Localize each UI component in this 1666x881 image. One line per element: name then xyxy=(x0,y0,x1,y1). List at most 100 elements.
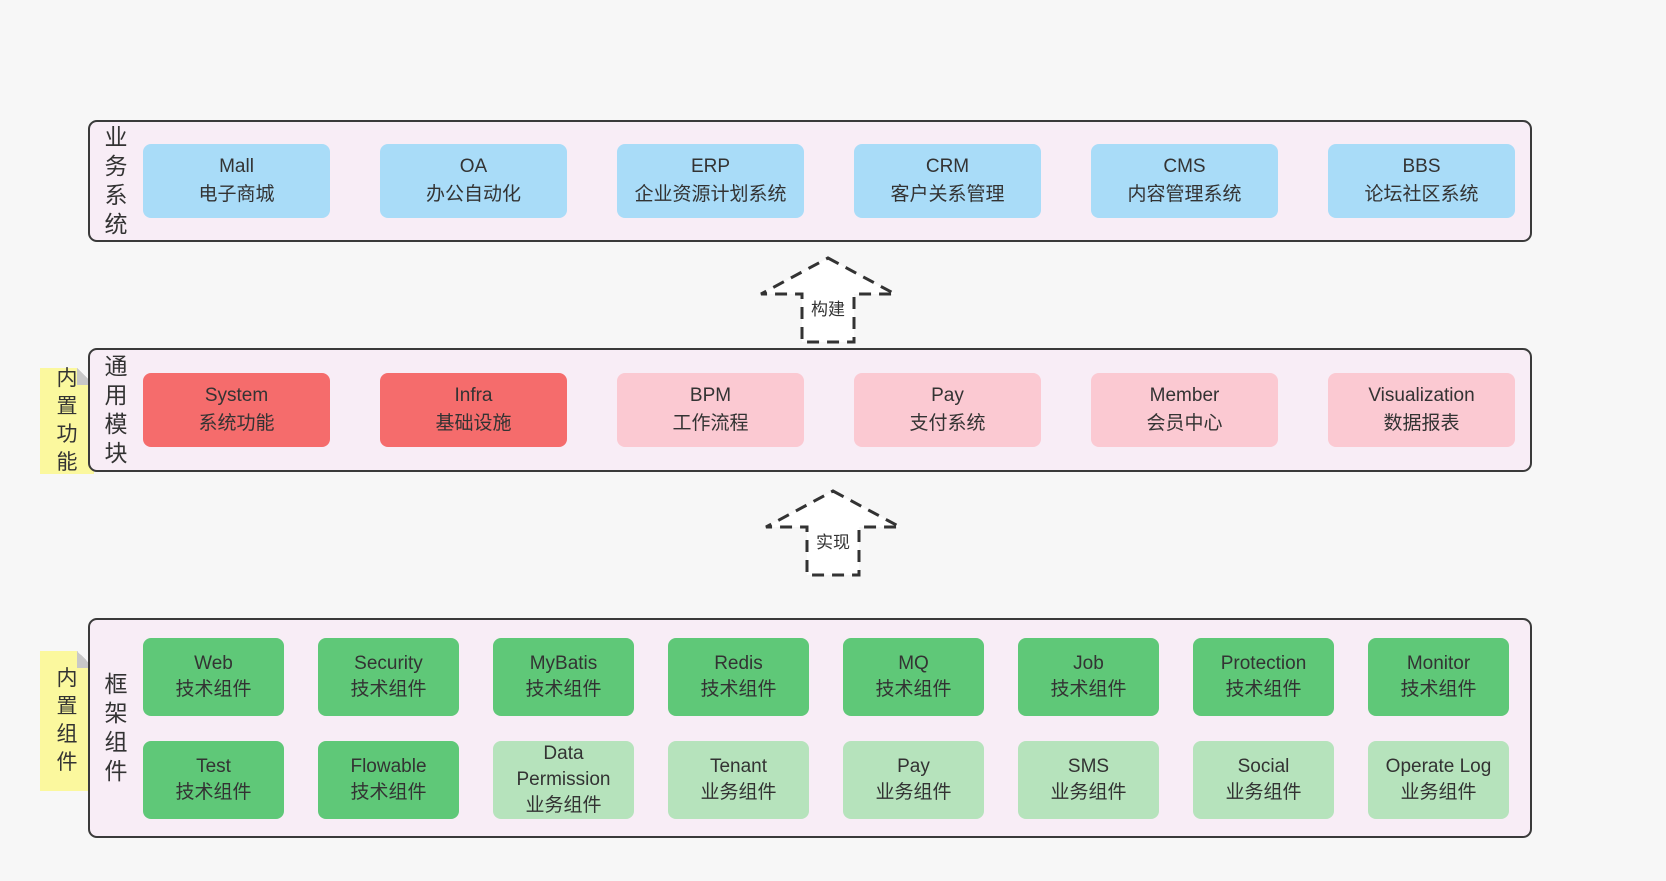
box-title: Web xyxy=(194,652,233,674)
box-subtitle: 技术组件 xyxy=(1400,678,1477,700)
box-title: MQ xyxy=(898,652,929,674)
box-title: CMS xyxy=(1163,156,1206,177)
box-data-permission: Data Permission 业务组件 xyxy=(493,740,634,819)
box-subtitle: 数据报表 xyxy=(1383,413,1460,434)
box-title: BPM xyxy=(689,385,732,406)
box-job: Job 技术组件 xyxy=(1018,637,1159,716)
box-subtitle: 技术组件 xyxy=(525,678,602,700)
sticky-note-label: 内置组件 xyxy=(56,667,78,774)
box-subtitle: 技术组件 xyxy=(700,678,777,700)
box-infra: Infra 基础设施 xyxy=(380,373,567,447)
box-subtitle: 基础设施 xyxy=(435,413,512,434)
box-title: Security xyxy=(354,652,423,674)
box-mq: MQ 技术组件 xyxy=(843,637,984,716)
box-monitor: Monitor 技术组件 xyxy=(1368,637,1509,716)
box-subtitle: 技术组件 xyxy=(350,781,427,803)
business-boxes-row: Mall 电子商城 OA 办公自动化 ERP 企业资源计划系统 CRM 客户关系… xyxy=(143,144,1530,218)
box-title: Visualization xyxy=(1368,385,1475,406)
box-title: Infra xyxy=(454,385,493,406)
box-subtitle: 系统功能 xyxy=(198,413,275,434)
arrow-implement: 实现 xyxy=(763,488,903,578)
arrow-label: 构建 xyxy=(808,295,848,320)
box-visualization: Visualization 数据报表 xyxy=(1328,373,1515,447)
sticky-note-label: 内置功能 xyxy=(56,367,78,474)
box-subtitle: 技术组件 xyxy=(175,781,252,803)
arrow-build: 构建 xyxy=(758,255,898,345)
panel-side-label: 框架组件 xyxy=(104,671,128,784)
box-sms: SMS 业务组件 xyxy=(1018,740,1159,819)
box-flowable: Flowable 技术组件 xyxy=(318,740,459,819)
box-title: Mall xyxy=(219,156,254,177)
box-system: System 系统功能 xyxy=(143,373,330,447)
box-title: BBS xyxy=(1402,156,1441,177)
box-subtitle: 业务组件 xyxy=(875,781,952,803)
box-subtitle: 会员中心 xyxy=(1146,413,1223,434)
box-subtitle: 业务组件 xyxy=(525,794,602,816)
box-subtitle: 技术组件 xyxy=(875,678,952,700)
box-subtitle: 技术组件 xyxy=(175,678,252,700)
box-subtitle: 内容管理系统 xyxy=(1127,184,1242,205)
box-title: ERP xyxy=(690,156,731,177)
panel-side-label: 业务系统 xyxy=(104,124,128,237)
box-pay: Pay 支付系统 xyxy=(854,373,1041,447)
box-title: System xyxy=(204,385,269,406)
panel-side-label: 通用模块 xyxy=(104,353,128,466)
box-title: Pay xyxy=(931,385,964,406)
box-subtitle: 论坛社区系统 xyxy=(1364,184,1479,205)
box-subtitle: 技术组件 xyxy=(350,678,427,700)
box-subtitle: 客户关系管理 xyxy=(890,184,1005,205)
box-title: MyBatis xyxy=(529,652,598,674)
box-subtitle: 业务组件 xyxy=(1225,781,1302,803)
box-security: Security 技术组件 xyxy=(318,637,459,716)
box-title: Redis xyxy=(714,652,763,674)
box-title: CRM xyxy=(925,156,970,177)
framework-rows: Web 技术组件 Security 技术组件 MyBatis 技术组件 Redi… xyxy=(143,637,1530,819)
panel-framework-components: 框架组件 Web 技术组件 Security 技术组件 MyBatis 技术组件… xyxy=(88,618,1532,838)
box-bbs: BBS 论坛社区系统 xyxy=(1328,144,1515,218)
box-subtitle: 技术组件 xyxy=(1050,678,1127,700)
box-title: OA xyxy=(459,156,488,177)
box-tenant: Tenant 业务组件 xyxy=(668,740,809,819)
box-title: Operate Log xyxy=(1385,755,1492,777)
box-erp: ERP 企业资源计划系统 xyxy=(617,144,804,218)
box-subtitle: 业务组件 xyxy=(1050,781,1127,803)
framework-row-1: Web 技术组件 Security 技术组件 MyBatis 技术组件 Redi… xyxy=(143,637,1530,716)
box-crm: CRM 客户关系管理 xyxy=(854,144,1041,218)
box-subtitle: 业务组件 xyxy=(700,781,777,803)
box-subtitle: 业务组件 xyxy=(1400,781,1477,803)
framework-row-2: Test 技术组件 Flowable 技术组件 Data Permission … xyxy=(143,740,1530,819)
box-title: Social xyxy=(1237,755,1290,777)
box-title: SMS xyxy=(1067,755,1110,777)
box-operate-log: Operate Log 业务组件 xyxy=(1368,740,1509,819)
box-mall: Mall 电子商城 xyxy=(143,144,330,218)
box-title: Pay xyxy=(897,755,930,777)
box-subtitle: 办公自动化 xyxy=(425,184,521,205)
box-bpm: BPM 工作流程 xyxy=(617,373,804,447)
box-title: Data Permission xyxy=(516,742,611,790)
box-title: Job xyxy=(1073,652,1104,674)
box-subtitle: 支付系统 xyxy=(909,413,986,434)
box-cms: CMS 内容管理系统 xyxy=(1091,144,1278,218)
sticky-note-builtin-features: 内置功能 xyxy=(40,367,94,474)
box-title: Flowable xyxy=(350,755,427,777)
box-subtitle: 企业资源计划系统 xyxy=(634,184,787,205)
box-subtitle: 工作流程 xyxy=(672,413,749,434)
box-oa: OA 办公自动化 xyxy=(380,144,567,218)
box-title: Test xyxy=(196,755,231,777)
box-mybatis: MyBatis 技术组件 xyxy=(493,637,634,716)
box-test: Test 技术组件 xyxy=(143,740,284,819)
box-title: Protection xyxy=(1220,652,1307,674)
box-subtitle: 技术组件 xyxy=(1225,678,1302,700)
box-title: Tenant xyxy=(709,755,768,777)
arrow-label: 实现 xyxy=(813,528,853,553)
box-web: Web 技术组件 xyxy=(143,637,284,716)
box-redis: Redis 技术组件 xyxy=(668,637,809,716)
sticky-note-builtin-components: 内置组件 xyxy=(40,651,94,791)
box-pay-component: Pay 业务组件 xyxy=(843,740,984,819)
box-title: Member xyxy=(1149,385,1220,406)
box-social: Social 业务组件 xyxy=(1193,740,1334,819)
box-member: Member 会员中心 xyxy=(1091,373,1278,447)
panel-common-modules: 通用模块 System 系统功能 Infra 基础设施 BPM 工作流程 Pay… xyxy=(88,348,1532,472)
box-protection: Protection 技术组件 xyxy=(1193,637,1334,716)
box-title: Monitor xyxy=(1406,652,1471,674)
